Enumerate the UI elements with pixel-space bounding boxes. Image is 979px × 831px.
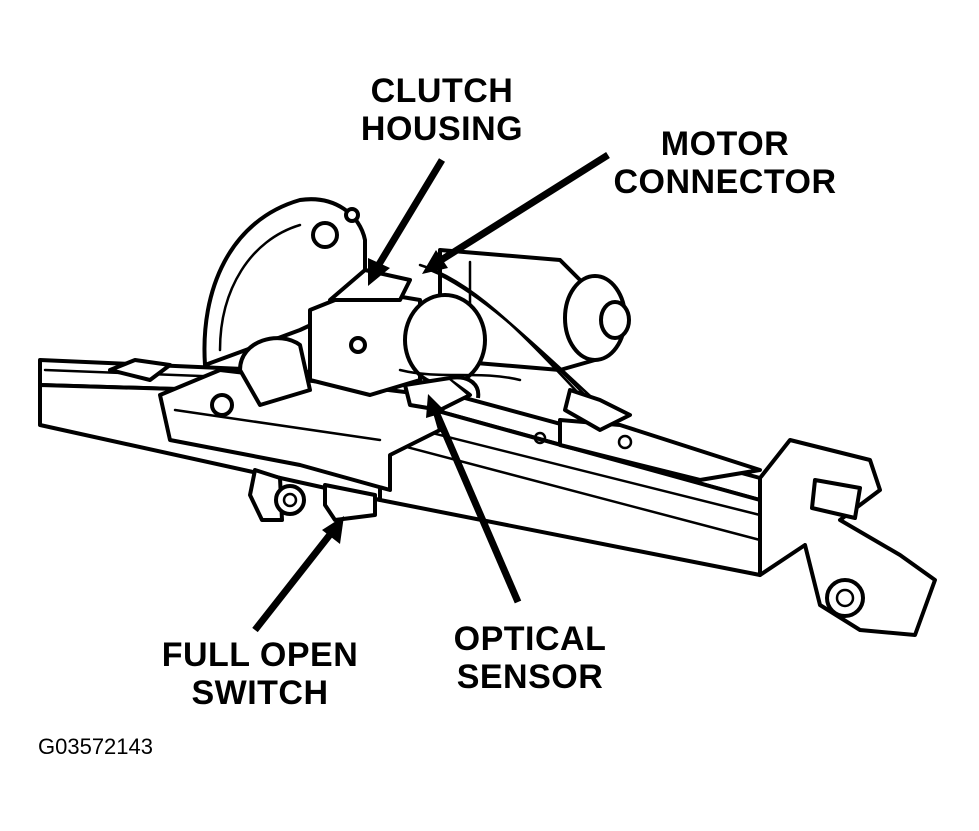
clutch-housing-arrow [375,158,445,268]
clutch-housing-arrowhead [368,258,390,286]
figure-id: G03572143 [38,734,153,759]
clutch-housing-label-line1: CLUTCH [370,72,514,110]
drive-cover [202,197,367,367]
full-open-switch-label-line2: SWITCH [191,674,329,712]
optical-sensor-arrowhead [426,394,446,418]
full-open-switch-label-line1: FULL OPEN [161,636,359,674]
wiring-harness [398,263,632,432]
full-open-switch-arrowhead [322,516,344,544]
optical-sensor-part [403,375,481,412]
clutch-housing-block [308,268,422,397]
optical-sensor-label-line1: OPTICAL [453,620,607,658]
motor-connector-label: MOTOR CONNECTOR [600,125,850,201]
clutch-housing-label-line2: HOUSING [360,110,524,148]
optical-sensor-arrow [432,410,522,604]
end-bracket [758,438,937,637]
motor-connector-arrow [436,152,610,265]
leader-arrows [252,152,610,633]
motor-connector-arrowhead [422,250,448,274]
full-open-switch-part [248,468,377,522]
motor-connector-label-line1: MOTOR [660,125,790,163]
gear-body [238,293,487,407]
motor-connector-label-line2: CONNECTOR [613,163,837,201]
full-open-switch-label: FULL OPEN SWITCH [145,636,375,712]
optical-sensor-label: OPTICAL SENSOR [440,620,620,696]
clutch-housing-label: CLUTCH HOUSING [352,72,532,148]
full-open-switch-arrow [252,529,335,633]
optical-sensor-label-line2: SENSOR [456,658,604,696]
